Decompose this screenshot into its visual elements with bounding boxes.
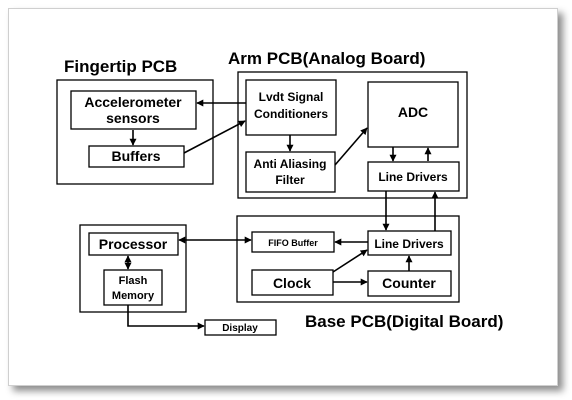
lvdt-label-line1: Lvdt Signal: [259, 90, 324, 104]
processor-label: Processor: [99, 236, 168, 252]
buffers-label: Buffers: [111, 148, 160, 164]
base-pcb-title: Base PCB(Digital Board): [305, 312, 503, 331]
fifo-buffer-block: [251, 231, 335, 253]
fifo-buffer-label: FIFO Buffer: [268, 238, 318, 248]
display-block: [204, 319, 277, 336]
arrow-flash-to-display: [127, 305, 205, 330]
processor-group: [79, 224, 187, 313]
anti-aliasing-block: [245, 151, 336, 193]
lvdt-label-line2: Conditioners: [254, 107, 328, 121]
line-drivers-base-block: [367, 230, 452, 256]
anti-aliasing-label-line1: Anti Aliasing: [254, 157, 327, 171]
counter-label: Counter: [382, 275, 436, 291]
arm-pcb-title: Arm PCB(Analog Board): [228, 49, 425, 68]
arrow-clock-to-line-drivers: [332, 249, 368, 273]
arrow-filter-to-adc: [334, 127, 368, 166]
fingertip-pcb-title: Fingertip PCB: [64, 57, 177, 76]
flash-label-line2: Memory: [112, 290, 155, 302]
flash-memory-block: [103, 269, 163, 306]
processor-block: [88, 232, 179, 256]
arrow-buffers-to-lvdt: [183, 120, 246, 154]
line-drivers-arm-label: Line Drivers: [378, 170, 448, 184]
arm-pcb-group: [237, 71, 468, 199]
adc-label: ADC: [398, 104, 428, 120]
line-drivers-arm-block: [367, 161, 460, 192]
buffers-block: [88, 145, 185, 168]
line-drivers-base-label: Line Drivers: [374, 237, 444, 251]
adc-block: [367, 81, 459, 148]
display-label: Display: [222, 323, 258, 334]
anti-aliasing-label-line2: Filter: [275, 173, 305, 187]
base-pcb-group: [236, 215, 460, 303]
fingertip-pcb-group: [56, 79, 214, 185]
accelerometer-label-line2: sensors: [106, 110, 160, 126]
accelerometer-block: [70, 90, 197, 130]
lvdt-block: [245, 79, 337, 136]
accelerometer-label-line1: Accelerometer: [84, 94, 182, 110]
clock-block: [251, 269, 334, 296]
clock-label: Clock: [273, 275, 311, 291]
flash-label-line1: Flash: [119, 275, 148, 287]
diagram-frame: [8, 8, 558, 386]
counter-block: [367, 270, 452, 297]
